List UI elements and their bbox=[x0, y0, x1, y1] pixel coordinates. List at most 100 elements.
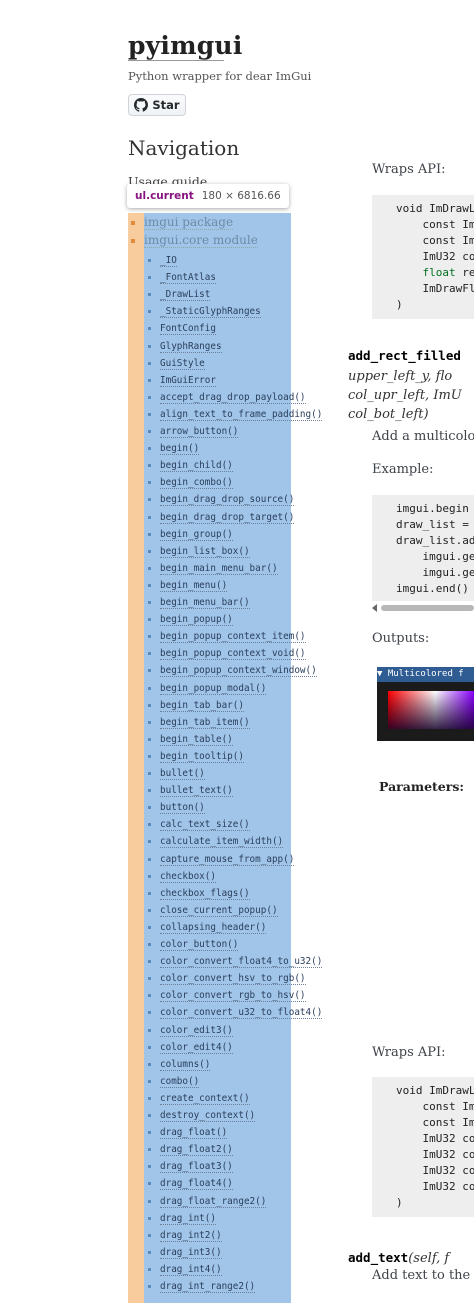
toc-core-item[interactable]: calc_text_size() bbox=[148, 819, 250, 836]
toc-core-item[interactable]: _FontAtlas bbox=[148, 272, 216, 289]
toc-core-item[interactable]: GuiStyle bbox=[148, 357, 205, 375]
bullet-icon bbox=[148, 344, 151, 348]
toc-core-item[interactable]: begin_tab_bar() bbox=[148, 699, 244, 717]
toc-core-item[interactable]: begin_popup_context_item() bbox=[148, 631, 306, 648]
toc-core-item[interactable]: ImGuiError bbox=[148, 374, 216, 392]
parameters-label: Parameters: bbox=[379, 779, 464, 794]
toc-core-item[interactable]: begin_popup_modal() bbox=[148, 682, 267, 700]
toc-core-item[interactable]: align_text_to_frame_padding() bbox=[148, 408, 323, 426]
example-label: Example: bbox=[372, 462, 434, 477]
toc-core-item[interactable]: begin_popup_context_void() bbox=[148, 648, 306, 665]
toc-core-item[interactable]: color_convert_u32_to_float4() bbox=[148, 1007, 323, 1024]
toc-core-item[interactable]: bullet_text() bbox=[148, 785, 233, 802]
toc-core-item[interactable]: drag_float3() bbox=[148, 1161, 233, 1178]
toc-core-item[interactable]: drag_int_range2() bbox=[148, 1281, 256, 1298]
toc-core-item[interactable]: drag_int4() bbox=[148, 1263, 222, 1281]
toc-core-item[interactable]: FontConfig bbox=[148, 323, 216, 340]
toc-core-item[interactable]: color_edit4() bbox=[148, 1041, 233, 1059]
code-line: draw_list.ad bbox=[396, 534, 474, 547]
bullet-icon bbox=[148, 1182, 151, 1186]
toc-core-item[interactable]: arrow_button() bbox=[148, 426, 239, 443]
bullet-icon bbox=[148, 669, 151, 673]
toc-core-item[interactable]: capture_mouse_from_app() bbox=[148, 853, 295, 871]
toc-core-item[interactable]: color_convert_rgb_to_hsv() bbox=[148, 990, 306, 1007]
toc-core-item[interactable]: close_current_popup() bbox=[148, 904, 278, 922]
toc-core-item[interactable]: begin_drag_drop_target() bbox=[148, 511, 295, 529]
code-scrollbar[interactable] bbox=[372, 603, 474, 613]
toc-core-item[interactable]: columns() bbox=[148, 1058, 211, 1076]
site-title[interactable]: pyimgui bbox=[128, 31, 243, 60]
toc-core-item[interactable]: drag_int3() bbox=[148, 1246, 222, 1264]
toc-core-item[interactable]: checkbox_flags() bbox=[148, 887, 250, 905]
signature-params-line: col_upr_left, ImU bbox=[348, 388, 462, 403]
toc-imgui-package[interactable]: imgui package bbox=[131, 215, 234, 230]
toc-core-item[interactable]: drag_int() bbox=[148, 1212, 216, 1230]
toc-core-item[interactable]: begin_drag_drop_source() bbox=[148, 494, 295, 511]
tooltip-size: 180 × 6816.66 bbox=[201, 190, 281, 202]
bullet-icon bbox=[148, 908, 151, 912]
toc-core-item[interactable]: drag_int2() bbox=[148, 1229, 222, 1247]
bullet-icon bbox=[148, 1216, 151, 1220]
code-line: imgui.end() bbox=[396, 582, 469, 595]
bullet-icon bbox=[148, 1131, 151, 1135]
toc-core-item[interactable]: checkbox() bbox=[148, 870, 216, 888]
toc-core-item[interactable]: begin_combo() bbox=[148, 477, 233, 494]
code-line: float re bbox=[422, 266, 474, 279]
bullet-icon bbox=[148, 481, 151, 485]
toc-core-item[interactable]: button() bbox=[148, 802, 205, 819]
toc-core-item[interactable]: drag_float2() bbox=[148, 1144, 233, 1161]
toc-core-item[interactable]: drag_float() bbox=[148, 1127, 228, 1144]
bullet-icon bbox=[131, 239, 135, 243]
bullet-icon bbox=[148, 1096, 151, 1100]
bullet-icon bbox=[148, 583, 151, 587]
toc-core-item[interactable]: begin_popup() bbox=[148, 614, 233, 631]
scroll-left-icon[interactable] bbox=[372, 604, 377, 612]
bullet-icon bbox=[148, 1165, 151, 1169]
scroll-thumb[interactable] bbox=[381, 605, 474, 611]
signature-add-rect-filled: add_rect_filled bbox=[348, 348, 461, 363]
toc-core-item[interactable]: begin_popup_context_window() bbox=[148, 665, 317, 682]
github-icon bbox=[134, 98, 149, 112]
toc-core-item[interactable]: begin_list_box() bbox=[148, 545, 250, 563]
toc-core-item[interactable]: begin_tab_item() bbox=[148, 716, 250, 734]
toc-core-item[interactable]: begin_main_menu_bar() bbox=[148, 562, 278, 580]
bullet-icon bbox=[148, 1079, 151, 1083]
toc-core-item[interactable]: begin() bbox=[148, 443, 200, 460]
devtools-inspect-tooltip: ul.current 180 × 6816.66 bbox=[127, 184, 289, 208]
toc-core-item[interactable]: begin_menu() bbox=[148, 579, 228, 597]
toc-core-item[interactable]: begin_table() bbox=[148, 733, 233, 751]
bullet-icon bbox=[148, 1285, 151, 1288]
toc-core-item[interactable]: color_edit3() bbox=[148, 1024, 233, 1042]
bullet-icon bbox=[148, 361, 151, 365]
toc-core-item[interactable]: collapsing_header() bbox=[148, 921, 267, 939]
method-description: Add a multicolor bbox=[372, 429, 474, 444]
toc-core-item[interactable]: combo() bbox=[148, 1075, 200, 1093]
toc-core-item[interactable]: GlyphRanges bbox=[148, 340, 222, 358]
toc-core-item[interactable]: destroy_context() bbox=[148, 1110, 256, 1127]
toc-core-item[interactable]: create_context() bbox=[148, 1092, 250, 1110]
toc-core-item[interactable]: begin_group() bbox=[148, 528, 233, 546]
toc-core-item[interactable]: color_convert_hsv_to_rgb() bbox=[148, 973, 306, 990]
github-star-button[interactable]: Star bbox=[128, 94, 186, 116]
toc-core-item[interactable]: calculate_item_width() bbox=[148, 836, 284, 853]
main-content: Wraps API: void ImDrawL const Im const I… bbox=[340, 0, 474, 1303]
toc-core-item[interactable]: _DrawList bbox=[148, 289, 211, 306]
toc-core-item[interactable]: drag_float_range2() bbox=[148, 1195, 267, 1213]
toc-core-item[interactable]: color_convert_float4_to_u32() bbox=[148, 956, 323, 973]
toc-core-item[interactable]: _StaticGlyphRanges bbox=[148, 306, 261, 323]
toc-imgui-core-module[interactable]: imgui.core module bbox=[131, 233, 258, 248]
toc-core-item[interactable]: drag_float4() bbox=[148, 1178, 233, 1195]
code-line: imgui.ge bbox=[396, 550, 474, 563]
bullet-icon bbox=[148, 652, 151, 656]
bullet-icon bbox=[148, 1199, 151, 1203]
code-line: ImU32 co bbox=[396, 250, 474, 263]
bullet-icon bbox=[148, 1148, 151, 1152]
toc-core-item[interactable]: accept_drag_drop_payload() bbox=[148, 391, 306, 409]
code-line: draw_list = bbox=[396, 518, 469, 531]
toc-core-item[interactable]: bullet() bbox=[148, 768, 205, 785]
toc-core-item[interactable]: color_button() bbox=[148, 939, 239, 956]
toc-core-item[interactable]: begin_child() bbox=[148, 460, 233, 477]
toc-core-item[interactable]: begin_tooltip() bbox=[148, 750, 244, 768]
toc-core-item[interactable]: _IO bbox=[148, 255, 177, 272]
toc-core-item[interactable]: begin_menu_bar() bbox=[148, 597, 250, 614]
